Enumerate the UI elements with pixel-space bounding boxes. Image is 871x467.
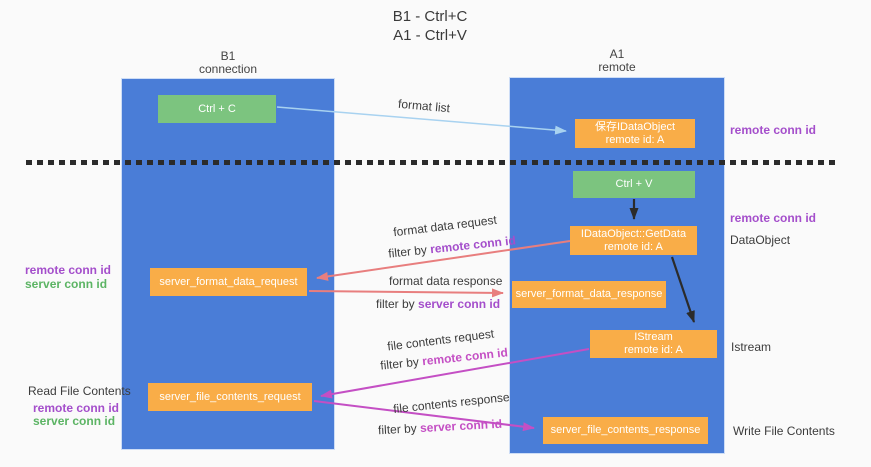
label-write-file-contents: Write File Contents	[733, 424, 835, 438]
label-format-data-request: format data request	[392, 212, 498, 240]
box-ctrl-c-label: Ctrl + C	[198, 102, 236, 115]
box-server-format-data-request-label: server_format_data_request	[159, 275, 298, 288]
label-format-list: format list	[397, 96, 451, 116]
label-server-conn-id-left: server conn id	[25, 277, 108, 291]
label-read-file-contents: Read File Contents	[28, 384, 131, 398]
lane-a1-header: A1 remote	[509, 48, 725, 74]
label-remote-conn-id-bottom-left: remote conn id	[33, 401, 120, 415]
label-format-data-response: format data response	[389, 274, 503, 288]
label-remote-conn-id-top-right: remote conn id	[730, 123, 817, 137]
filter-by-text: filter by	[376, 297, 415, 311]
filter-by-text: filter by	[387, 242, 428, 261]
separator-dashed-line	[26, 160, 838, 165]
server-conn-id-text: server conn id	[419, 416, 503, 436]
box-server-format-data-response: server_format_data_response	[512, 281, 666, 308]
lane-b1-subtitle: connection	[198, 62, 258, 76]
box-ctrl-v-label: Ctrl + V	[615, 178, 653, 190]
box-save-idataobject: 保存IDataObject remote id: A	[575, 119, 695, 148]
arrow-format-data-response	[308, 288, 504, 298]
label-dataobject: DataObject	[730, 233, 791, 247]
box-ctrl-v: Ctrl + V	[573, 171, 695, 198]
box-ctrl-c: Ctrl + C	[158, 95, 276, 123]
label-remote-conn-id-left: remote conn id	[25, 263, 112, 277]
box-istream: IStream remote id: A	[590, 330, 717, 358]
box-istream-line2: remote id: A	[624, 344, 683, 356]
box-save-idataobject-line1: 保存IDataObject	[594, 120, 676, 133]
lane-a1-title: A1	[609, 47, 625, 61]
box-save-idataobject-line2: remote id: A	[605, 133, 665, 146]
remote-conn-id-text: remote conn id	[421, 345, 509, 369]
label-remote-conn-id-mid-right: remote conn id	[730, 211, 817, 225]
label-filter-by-server-bottom: filter by server conn id	[378, 417, 503, 437]
remote-conn-id-text: remote conn id	[429, 233, 517, 257]
title-line-1: B1 - Ctrl+C	[392, 8, 468, 25]
box-istream-line1: IStream	[634, 331, 673, 343]
box-server-file-contents-request: server_file_contents_request	[148, 383, 312, 411]
title-line-2: A1 - Ctrl+V	[393, 27, 467, 44]
label-istream: Istream	[731, 340, 772, 354]
box-server-file-contents-response-label: server_file_contents_response	[550, 424, 701, 436]
label-file-contents-response: file contents response	[392, 389, 511, 417]
page-title: B1 - Ctrl+C A1 - Ctrl+V	[320, 7, 540, 45]
box-server-file-contents-request-label: server_file_contents_request	[159, 390, 301, 403]
filter-by-text: filter by	[377, 421, 418, 438]
box-server-format-data-response-label: server_format_data_response	[515, 288, 663, 300]
lane-a1-subtitle: remote	[598, 60, 636, 74]
label-server-conn-id-bottom-left: server conn id	[33, 414, 116, 428]
lane-b1-title: B1	[220, 49, 236, 63]
box-idataobject-getdata-line2: remote id: A	[604, 240, 663, 253]
lane-b1-header: B1 connection	[121, 50, 335, 76]
box-server-format-data-request: server_format_data_request	[150, 268, 307, 296]
box-idataobject-getdata-line1: IDataObject::GetData	[580, 227, 687, 240]
server-conn-id-text: server conn id	[418, 297, 501, 311]
filter-by-text: filter by	[379, 354, 420, 373]
box-server-file-contents-response: server_file_contents_response	[543, 417, 708, 444]
label-filter-by-server-top: filter by server conn id	[376, 297, 500, 311]
box-idataobject-getdata: IDataObject::GetData remote id: A	[570, 226, 697, 255]
